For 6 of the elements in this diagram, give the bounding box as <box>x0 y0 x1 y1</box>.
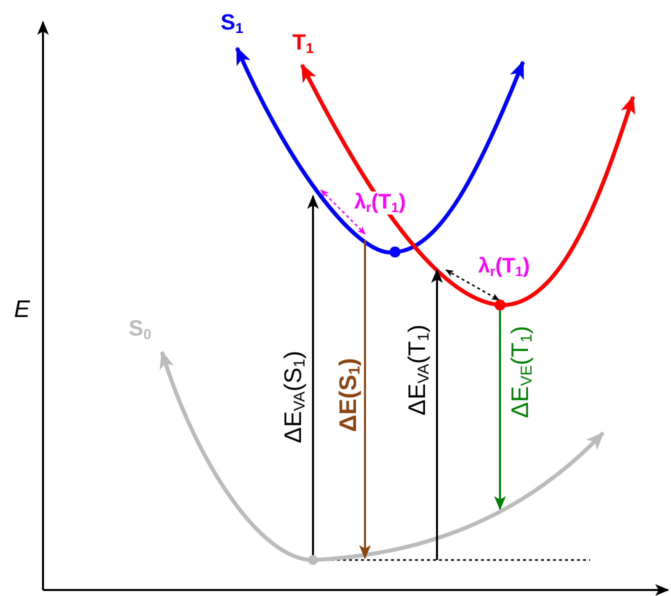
curve-label: S$_{0}$ <box>128 318 152 342</box>
curve-label: T$_{1}$ <box>292 32 314 56</box>
axis-label: E <box>14 298 30 322</box>
reorganization-energy-label: λ$_{r}$(T$_{1}$) <box>352 191 408 215</box>
curve-label: S$_{1}$ <box>220 12 244 36</box>
reorganization-energy-label: λ$_{r}$(T$_{1}$) <box>478 255 530 279</box>
